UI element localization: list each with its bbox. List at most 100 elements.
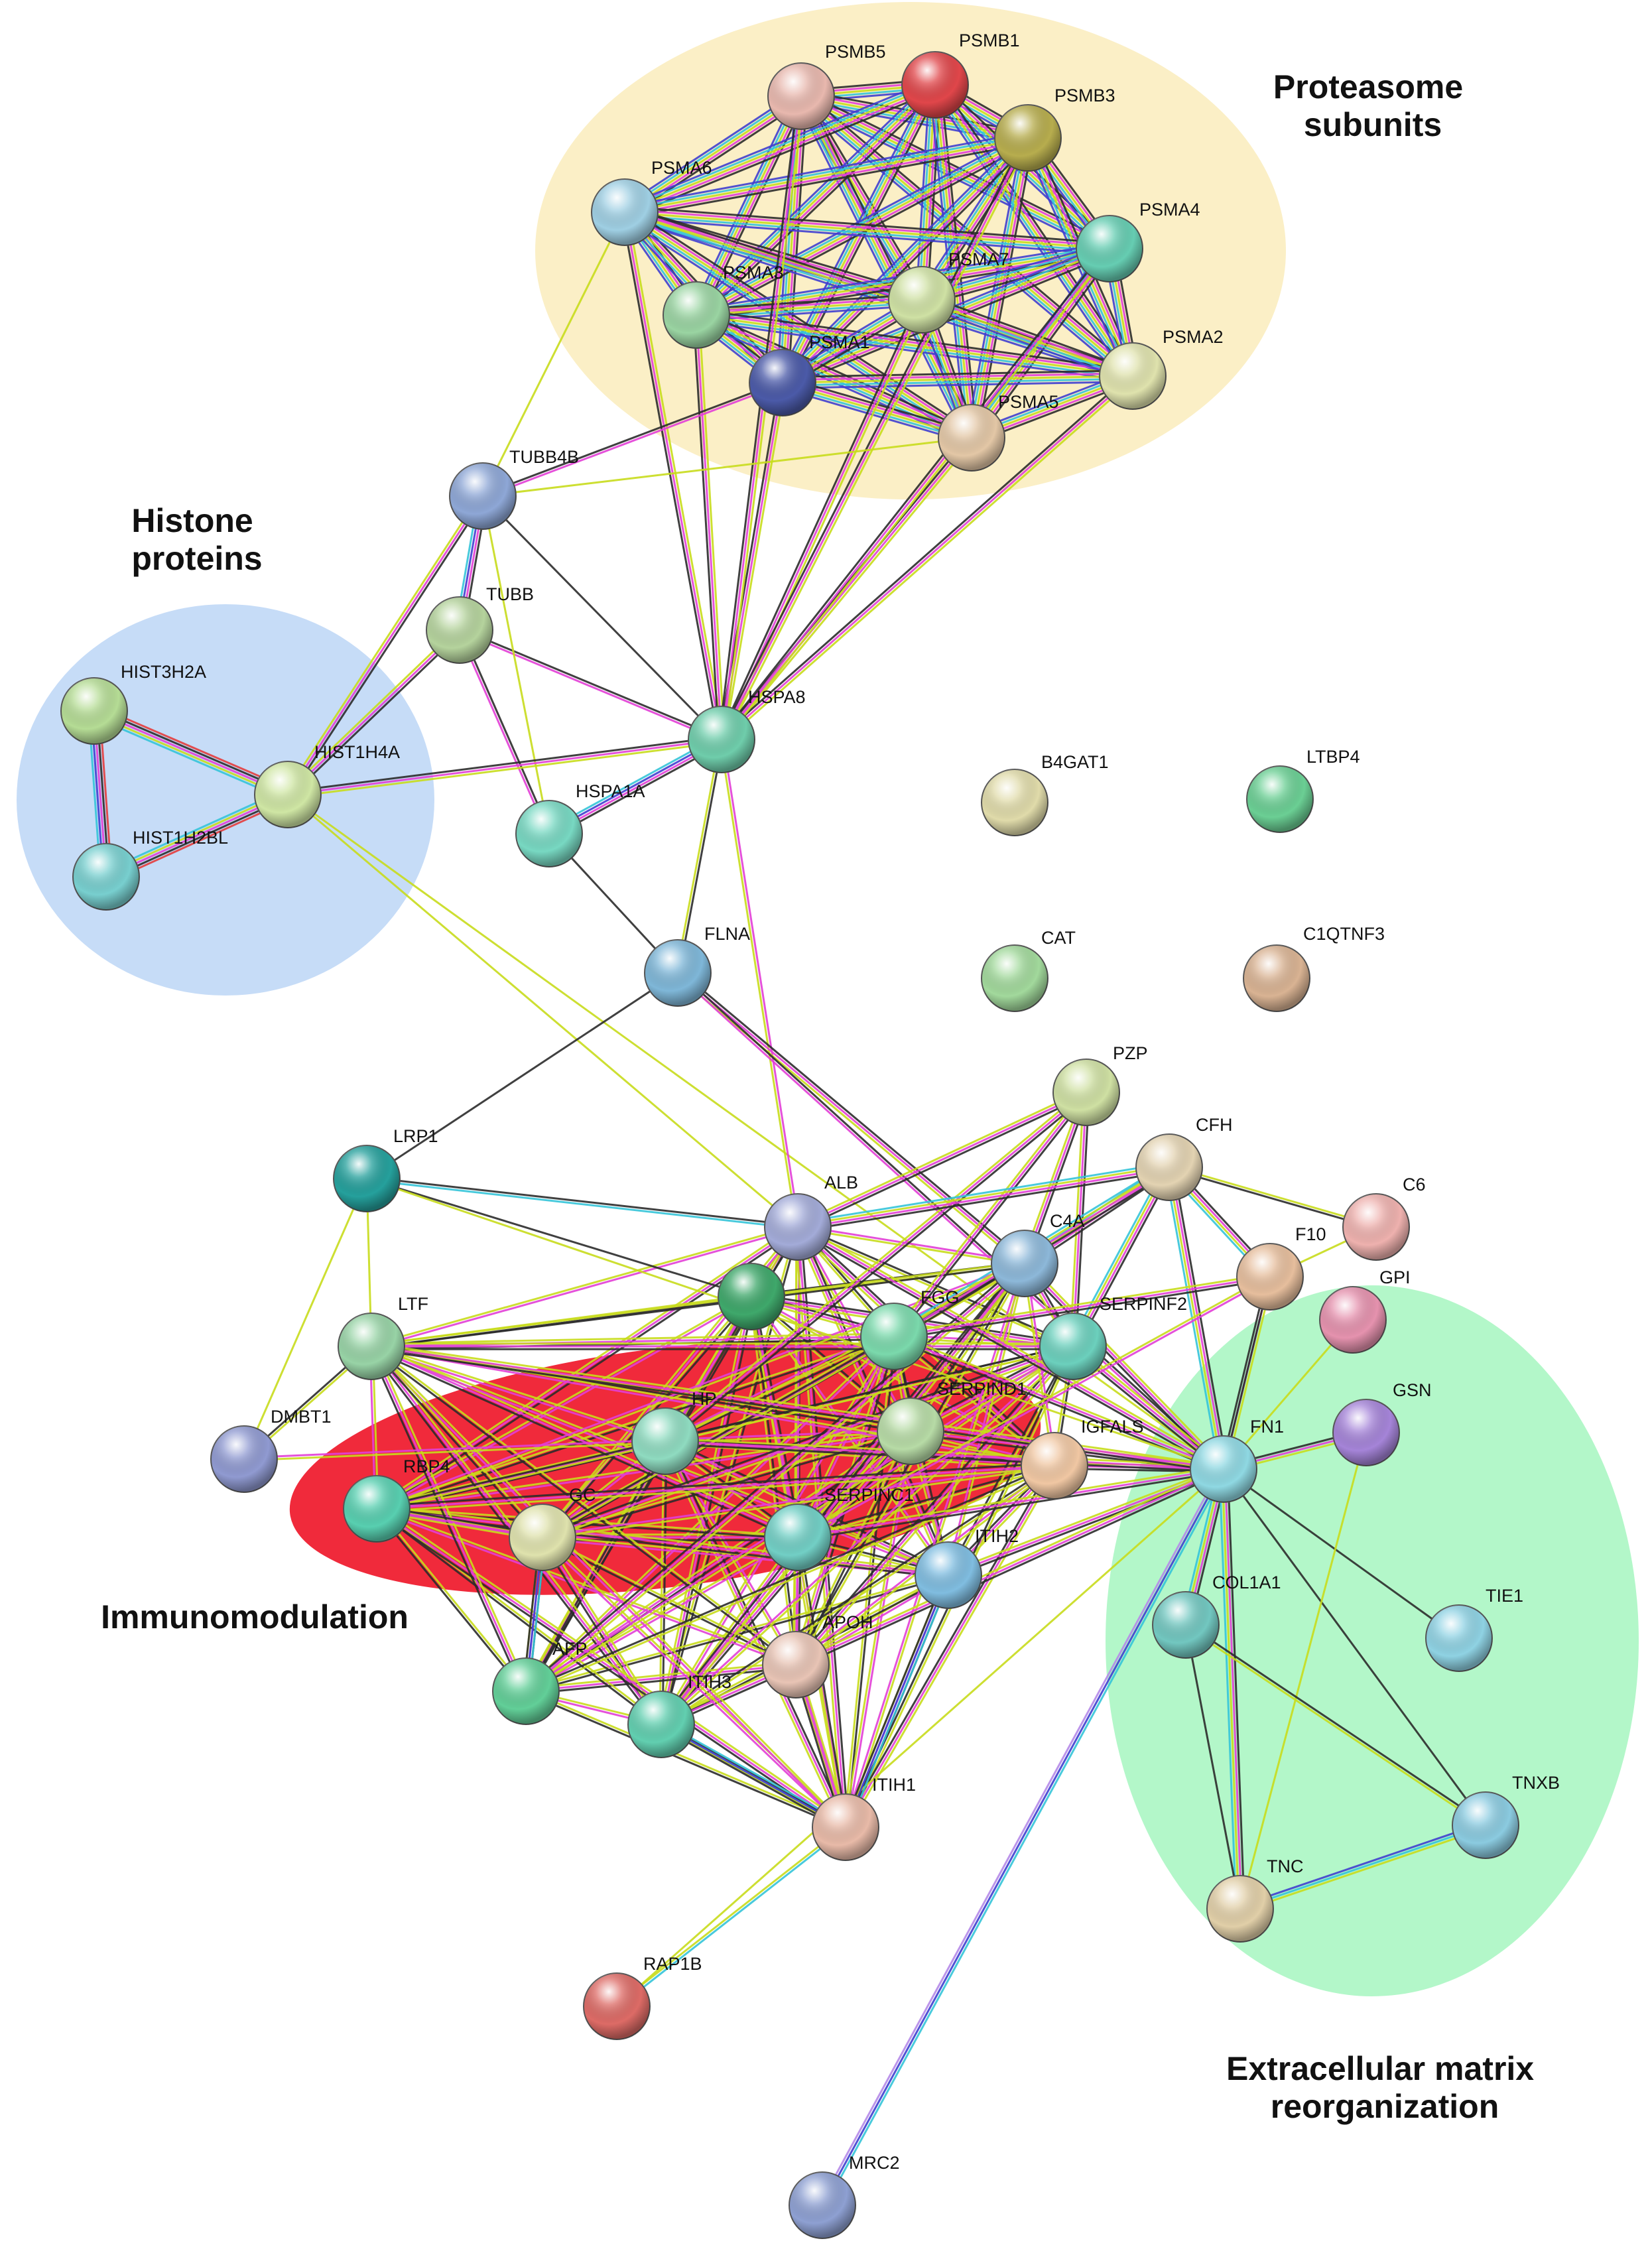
protein-node-psma2[interactable]: PSMA2 bbox=[1099, 327, 1224, 410]
protein-node-psma4[interactable]: PSMA4 bbox=[1076, 200, 1200, 283]
protein-node-cat[interactable]: CAT bbox=[981, 928, 1076, 1012]
edge-evidence-line bbox=[842, 1573, 947, 1827]
protein-node-hspa1a[interactable]: HSPA1A bbox=[515, 781, 645, 868]
protein-node-gsn[interactable]: GSN bbox=[1332, 1380, 1432, 1466]
protein-node-lrp1[interactable]: LRP1 bbox=[333, 1126, 438, 1212]
protein-node-tubb[interactable]: TUBB bbox=[426, 584, 534, 664]
edge-evidence-line bbox=[625, 139, 1029, 216]
cluster-labels: Proteasome subunits Histone proteins Imm… bbox=[101, 68, 1534, 2125]
edge-evidence-line bbox=[842, 1464, 1053, 1827]
protein-node-serpind1[interactable]: SERPIND1 bbox=[877, 1379, 1027, 1465]
protein-label: APOH bbox=[822, 1612, 873, 1632]
protein-node-alb[interactable]: ALB bbox=[764, 1173, 858, 1261]
edge-evidence-line bbox=[663, 1297, 755, 1726]
sphere-highlight bbox=[645, 940, 711, 1006]
protein-node-apoh[interactable]: APOH bbox=[762, 1612, 873, 1699]
protein-node-c6[interactable]: C6 bbox=[1342, 1175, 1426, 1261]
edge-evidence-line bbox=[377, 1507, 528, 1691]
edge-evidence-line bbox=[678, 971, 1226, 1469]
protein-node-ltf[interactable]: LTF bbox=[338, 1294, 428, 1380]
protein-node-psmb3[interactable]: PSMB3 bbox=[994, 86, 1115, 172]
edge-evidence-line bbox=[626, 211, 726, 740]
edge-evidence-line bbox=[371, 1344, 848, 1827]
protein-node-fgg[interactable]: FGG bbox=[860, 1287, 960, 1370]
protein-node-tie1[interactable]: TIE1 bbox=[1425, 1586, 1523, 1672]
edge-evidence-line bbox=[798, 1470, 1224, 1541]
protein-node-dmbt1[interactable]: DMBT1 bbox=[210, 1407, 332, 1493]
protein-node-itih3[interactable]: ITIH3 bbox=[627, 1672, 731, 1758]
edge-evidence-line bbox=[377, 1467, 1055, 1513]
protein-node-ltbp4[interactable]: LTBP4 bbox=[1246, 747, 1360, 833]
edge-evidence-line bbox=[797, 1165, 1169, 1227]
protein-node-itih2[interactable]: ITIH2 bbox=[915, 1526, 1019, 1609]
sphere-highlight bbox=[749, 350, 816, 416]
protein-node-psma1[interactable]: PSMA1 bbox=[749, 332, 870, 417]
protein-node-hp[interactable]: HP bbox=[631, 1389, 717, 1475]
protein-node-afp[interactable]: AFP bbox=[492, 1639, 588, 1725]
protein-node-rap1b[interactable]: RAP1B bbox=[583, 1954, 702, 2040]
protein-label: TUBB bbox=[486, 584, 534, 604]
sphere-highlight bbox=[1021, 1433, 1088, 1499]
protein-node-igfals[interactable]: IGFALS bbox=[1021, 1417, 1144, 1500]
edge-evidence-line bbox=[94, 710, 288, 796]
protein-label: PSMA7 bbox=[948, 249, 1009, 269]
protein-node-b4gat1[interactable]: B4GAT1 bbox=[981, 752, 1109, 836]
protein-node-psma5[interactable]: PSMA5 bbox=[938, 392, 1059, 472]
interaction-edge bbox=[1184, 1624, 1241, 1909]
protein-node-itih1[interactable]: ITIH1 bbox=[812, 1775, 916, 1861]
protein-label: PSMA6 bbox=[651, 158, 712, 178]
protein-node-tubb4b[interactable]: TUBB4B bbox=[449, 447, 579, 530]
protein-node-rbp4[interactable]: RBP4 bbox=[343, 1456, 450, 1543]
protein-node-hist1h4a[interactable]: HIST1H4A bbox=[254, 742, 400, 828]
protein-node-c4a[interactable]: C4A bbox=[991, 1211, 1085, 1297]
protein-node-f10[interactable]: F10 bbox=[1236, 1224, 1326, 1311]
edge-evidence-line bbox=[932, 86, 1131, 379]
edge-evidence-line bbox=[623, 81, 934, 211]
protein-node-hist1h2bl[interactable]: HIST1H2BL bbox=[72, 828, 228, 911]
edge-evidence-line bbox=[625, 208, 1110, 247]
protein-node-psmb1[interactable]: PSMB1 bbox=[901, 31, 1020, 119]
protein-node-serpinf2[interactable]: SERPINF2 bbox=[1039, 1294, 1187, 1380]
edge-evidence-line bbox=[720, 437, 973, 740]
edge-evidence-line bbox=[893, 1092, 1088, 1337]
protein-node-fn1[interactable]: FN1 bbox=[1190, 1417, 1284, 1503]
protein-node-psma7[interactable]: PSMA7 bbox=[888, 249, 1009, 334]
protein-node-gc[interactable]: GC bbox=[509, 1485, 596, 1571]
interaction-edge bbox=[842, 1464, 1058, 1829]
protein-node-mrc2[interactable]: MRC2 bbox=[789, 2153, 900, 2239]
protein-node-col1a1[interactable]: COL1A1 bbox=[1152, 1573, 1281, 1659]
protein-node-psmb5[interactable]: PSMB5 bbox=[767, 42, 886, 130]
edge-evidence-line bbox=[698, 314, 726, 740]
edge-evidence-line bbox=[625, 142, 1029, 219]
edge-evidence-line bbox=[624, 211, 972, 439]
protein-node-hspa8[interactable]: HSPA8 bbox=[688, 687, 806, 773]
protein-label: C4A bbox=[1050, 1211, 1085, 1231]
interaction-edge bbox=[891, 1090, 1090, 1339]
protein-node-unlabeled[interactable] bbox=[718, 1263, 785, 1330]
sphere-highlight bbox=[1040, 1313, 1106, 1380]
sphere-highlight bbox=[1343, 1194, 1409, 1260]
protein-node-cfh[interactable]: CFH bbox=[1135, 1115, 1233, 1201]
edge-evidence-line bbox=[287, 793, 798, 1228]
edge-evidence-line bbox=[676, 973, 1224, 1471]
protein-node-tnc[interactable]: TNC bbox=[1206, 1856, 1304, 1943]
protein-label: TIE1 bbox=[1486, 1586, 1523, 1606]
protein-node-gpi[interactable]: GPI bbox=[1319, 1267, 1411, 1354]
protein-node-psma3[interactable]: PSMA3 bbox=[663, 263, 784, 349]
protein-label: PSMA4 bbox=[1139, 200, 1200, 220]
protein-node-tnxb[interactable]: TNXB bbox=[1452, 1773, 1560, 1859]
edge-evidence-line bbox=[285, 627, 459, 794]
protein-node-pzp[interactable]: PZP bbox=[1052, 1043, 1148, 1126]
protein-node-hist3h2a[interactable]: HIST3H2A bbox=[60, 662, 206, 745]
edge-evidence-line bbox=[375, 1294, 751, 1509]
sphere-highlight bbox=[73, 844, 139, 910]
protein-node-psma6[interactable]: PSMA6 bbox=[591, 158, 712, 246]
protein-node-flna[interactable]: FLNA bbox=[644, 924, 750, 1007]
edge-evidence-line bbox=[821, 1468, 1225, 2206]
sphere-highlight bbox=[902, 52, 968, 118]
edge-evidence-line bbox=[624, 95, 802, 214]
protein-node-serpinc1[interactable]: SERPINC1 bbox=[764, 1485, 914, 1571]
protein-node-c1qtnf3[interactable]: C1QTNF3 bbox=[1243, 924, 1385, 1012]
interaction-edge bbox=[719, 739, 800, 1228]
interaction-edge bbox=[623, 131, 1029, 219]
